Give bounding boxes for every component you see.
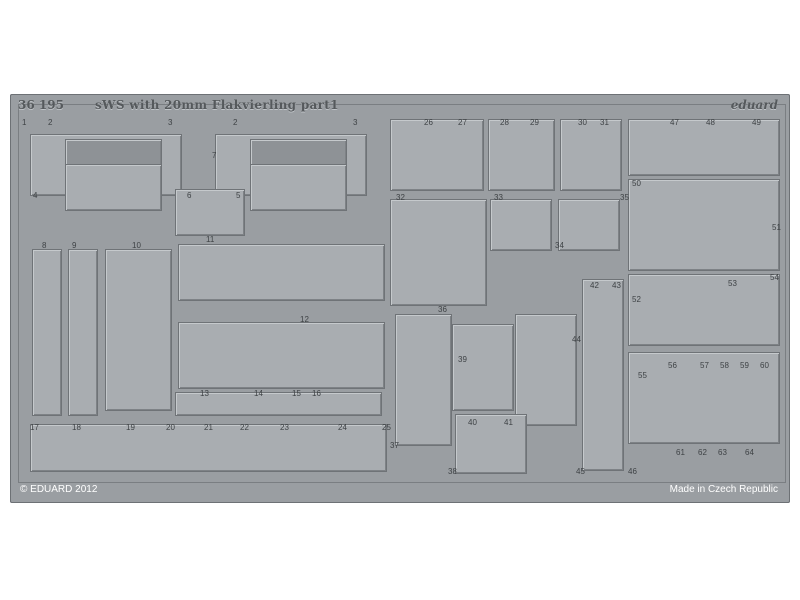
set-title: sWS with 20mm Flakvierling part1 (95, 98, 339, 112)
copyright-text: © EDUARD 2012 (20, 484, 98, 495)
part-number-label: 53 (728, 279, 737, 288)
part-number-label: 47 (670, 118, 679, 127)
part-number-label: 30 (578, 118, 587, 127)
part-number-label: 36 (438, 305, 447, 314)
part-number-label: 54 (770, 273, 779, 282)
part-number-label: 11 (206, 235, 215, 244)
part-gauge-box (488, 119, 555, 191)
part-number-label: 14 (254, 389, 263, 398)
part-number-label: 25 (382, 423, 391, 432)
part-number-label: 15 (292, 389, 301, 398)
part-number-label: 4 (33, 191, 38, 200)
part-bracket-a (490, 199, 552, 251)
made-in-text: Made in Czech Republic (669, 484, 778, 495)
part-number-label: 27 (458, 118, 467, 127)
part-disc-plate (455, 414, 527, 474)
part-number-label: 49 (752, 118, 761, 127)
part-number-label: 64 (745, 448, 754, 457)
part-wing-pieces (560, 119, 622, 191)
part-number-label: 16 (312, 389, 321, 398)
part-round-grille (628, 274, 780, 346)
part-number-label: 55 (638, 371, 647, 380)
part-small-rows (175, 392, 382, 416)
part-number-label: 28 (500, 118, 509, 127)
part-number-label: 40 (468, 418, 477, 427)
part-bracket-b (558, 199, 620, 251)
part-number-label: 57 (700, 361, 709, 370)
part-number-label: 3 (353, 118, 358, 127)
part-number-label: 9 (72, 241, 77, 250)
part-number-label: 5 (236, 191, 241, 200)
part-number-label: 45 (576, 467, 585, 476)
part-ammo-base-left (65, 164, 162, 211)
part-number-label: 1 (22, 118, 27, 127)
part-number-label: 10 (132, 241, 141, 250)
part-number-label: 29 (530, 118, 539, 127)
part-number-label: 44 (572, 335, 581, 344)
part-number-label: 43 (612, 281, 621, 290)
part-number-label: 3 (168, 118, 173, 127)
part-number-label: 2 (233, 118, 238, 127)
part-number-label: 20 (166, 423, 175, 432)
part-number-label: 42 (590, 281, 599, 290)
part-ramp (515, 314, 577, 426)
part-side-rail-b (68, 249, 98, 416)
part-number-label: 21 (204, 423, 213, 432)
part-number-label: 32 (396, 193, 405, 202)
part-number-label: 19 (126, 423, 135, 432)
part-box-assembly (452, 324, 514, 411)
part-side-rail-a (32, 249, 62, 416)
part-number-label: 7 (212, 151, 217, 160)
part-number-label: 48 (706, 118, 715, 127)
part-number-label: 61 (676, 448, 685, 457)
set-code: 36 195 (18, 98, 64, 112)
part-number-label: 24 (338, 423, 347, 432)
part-number-label: 22 (240, 423, 249, 432)
part-number-label: 31 (600, 118, 609, 127)
part-number-label: 35 (620, 193, 629, 202)
part-number-label: 8 (42, 241, 47, 250)
part-rods-bottom-right (628, 352, 780, 444)
part-crank-assembly (628, 179, 780, 271)
part-number-label: 59 (740, 361, 749, 370)
part-small-bracket (175, 189, 245, 236)
part-number-label: 37 (390, 441, 399, 450)
part-floor-grid-bottom (178, 322, 385, 389)
part-number-label: 56 (668, 361, 677, 370)
part-cabin-panel (390, 119, 484, 191)
part-number-label: 38 (448, 467, 457, 476)
part-gauge-panel (628, 119, 780, 176)
part-large-plate (105, 249, 172, 411)
part-number-label: 51 (772, 223, 781, 232)
part-number-label: 33 (494, 193, 503, 202)
part-number-label: 26 (424, 118, 433, 127)
part-number-label: 58 (720, 361, 729, 370)
part-number-label: 2 (48, 118, 53, 127)
part-number-label: 60 (760, 361, 769, 370)
part-long-strips (582, 279, 624, 471)
part-number-label: 39 (458, 355, 467, 364)
part-number-label: 17 (30, 423, 39, 432)
part-ammo-base-right (250, 164, 347, 211)
part-number-label: 13 (200, 389, 209, 398)
part-number-label: 18 (72, 423, 81, 432)
part-number-label: 34 (555, 241, 564, 250)
brand-logo: eduard (730, 98, 778, 112)
photo-etch-fret: 36 195 sWS with 20mm Flakvierling part1 … (10, 94, 790, 503)
part-door-frame (395, 314, 452, 446)
part-number-label: 12 (300, 315, 309, 324)
part-number-label: 50 (632, 179, 641, 188)
part-bottom-row (30, 424, 387, 472)
part-floor-grid-top (178, 244, 385, 301)
fret-frame (18, 104, 786, 483)
part-number-label: 6 (187, 191, 192, 200)
part-number-label: 41 (504, 418, 513, 427)
part-number-label: 46 (628, 467, 637, 476)
part-frame-centre (390, 199, 487, 306)
part-number-label: 52 (632, 295, 641, 304)
part-number-label: 63 (718, 448, 727, 457)
part-number-label: 62 (698, 448, 707, 457)
part-number-label: 23 (280, 423, 289, 432)
